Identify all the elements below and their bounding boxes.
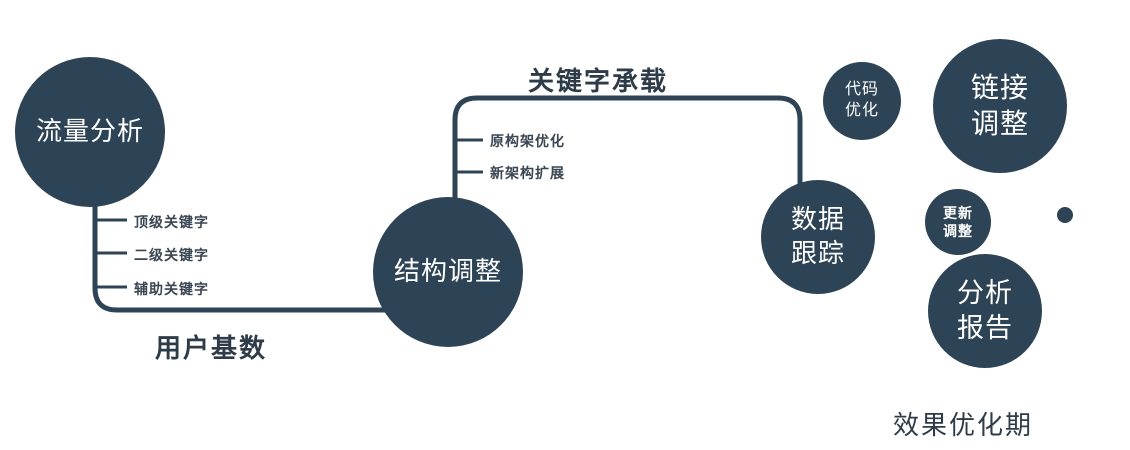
edge-label-user-base: 用户基数 — [155, 333, 268, 363]
node-data-tracking-line2: 跟踪 — [790, 238, 845, 268]
branch-auxiliary-keywords: 辅助关键字 — [134, 281, 209, 297]
node-structure-adjust-label: 结构调整 — [393, 256, 502, 287]
node-analysis-report: 分析 报告 — [928, 254, 1042, 368]
branch-second-keywords: 二级关键字 — [134, 247, 209, 263]
node-analysis-report-line2: 报告 — [957, 313, 1013, 343]
branch-top-keywords: 顶级关键字 — [134, 214, 209, 230]
node-traffic-analysis-label: 流量分析 — [35, 116, 144, 147]
node-small-dot — [1057, 207, 1073, 223]
node-data-tracking-line1: 数据 — [790, 204, 845, 235]
node-link-adjust-line1: 链接 — [970, 71, 1029, 103]
node-update-adjust: 更新 调整 — [925, 189, 991, 255]
node-link-adjust: 链接 调整 — [933, 39, 1067, 173]
edge-keyword-carry-path — [452, 95, 803, 200]
branch-new-architecture: 新架构扩展 — [490, 165, 565, 181]
node-code-optimize-line1: 代码 — [844, 81, 879, 99]
edge-label-keyword-carry: 关键字承载 — [528, 66, 669, 96]
footer-effect-optimization: 效果优化期 — [893, 410, 1034, 440]
node-update-adjust-line1: 更新 — [943, 204, 973, 221]
node-update-adjust-line2: 调整 — [943, 223, 973, 239]
node-structure-adjust: 结构调整 — [373, 197, 523, 347]
node-analysis-report-line1: 分析 — [957, 277, 1013, 308]
node-data-tracking: 数据 跟踪 — [761, 180, 875, 294]
node-code-optimize: 代码 优化 — [823, 62, 901, 140]
node-code-optimize-line2: 优化 — [844, 102, 879, 119]
branch-original-architecture: 原构架优化 — [490, 133, 565, 149]
node-link-adjust-line2: 调整 — [970, 108, 1029, 139]
node-traffic-analysis: 流量分析 — [15, 57, 165, 207]
